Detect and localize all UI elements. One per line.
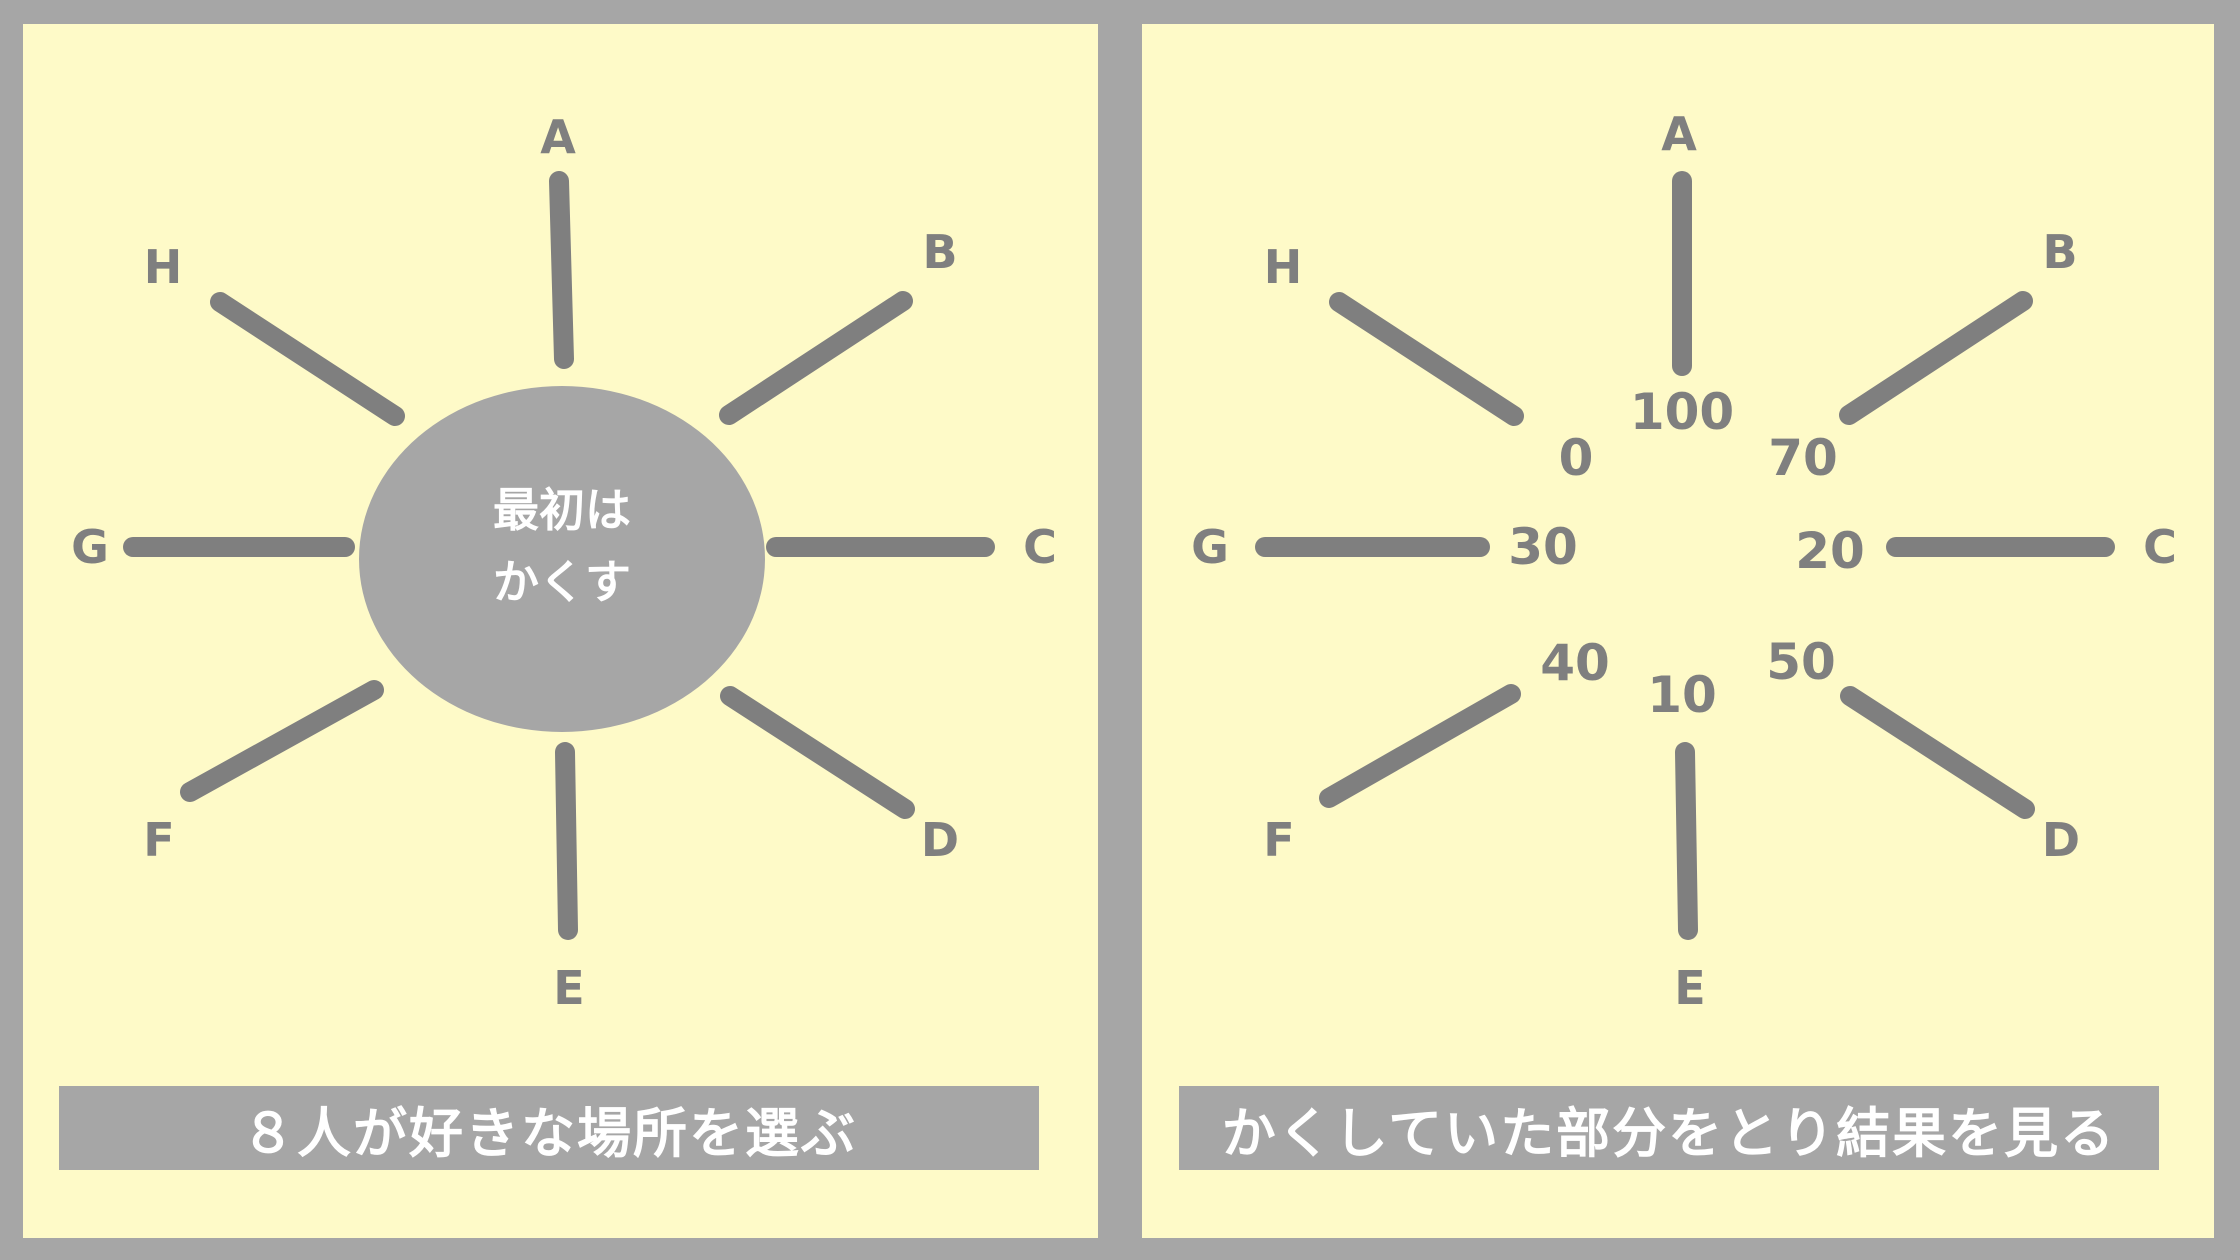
value-f: 40 <box>1540 634 1610 692</box>
spoke-e <box>555 742 578 940</box>
label-a: A <box>540 110 576 164</box>
right-spokes <box>1255 171 2115 940</box>
label-c: C <box>2143 520 2177 574</box>
left-caption: ８人が好きな場所を選ぶ <box>59 1086 1039 1170</box>
spoke-f <box>180 680 384 802</box>
left-spokes <box>123 171 995 940</box>
hub-text-line1: 最初は <box>493 483 631 537</box>
value-h: 0 <box>1559 429 1594 487</box>
value-b: 70 <box>1768 429 1838 487</box>
right-caption: かくしていた部分をとり結果を見る <box>1179 1086 2159 1170</box>
spoke-e <box>1675 742 1698 940</box>
label-g: G <box>1191 520 1229 574</box>
label-e: E <box>553 961 584 1015</box>
label-h: H <box>1264 240 1303 294</box>
spoke-b <box>1839 291 2033 425</box>
spoke-b <box>719 291 913 425</box>
label-f: F <box>1263 813 1294 867</box>
label-c: C <box>1023 520 1057 574</box>
value-d: 50 <box>1766 633 1836 691</box>
hub-text-line2: かくす <box>493 555 631 609</box>
spoke-f <box>1319 684 1521 808</box>
label-f: F <box>143 813 174 867</box>
value-c: 20 <box>1795 522 1865 580</box>
label-b: B <box>2042 225 2077 279</box>
spoke-h <box>1329 292 1524 426</box>
value-e: 10 <box>1647 666 1717 724</box>
label-h: H <box>144 240 183 294</box>
label-d: D <box>921 813 959 867</box>
hidden-center-ellipse <box>359 386 765 732</box>
label-d: D <box>2042 813 2080 867</box>
value-g: 30 <box>1508 518 1578 576</box>
spoke-d <box>1840 686 2035 819</box>
label-a: A <box>1661 107 1697 161</box>
spoke-a <box>549 171 574 369</box>
value-a: 100 <box>1630 383 1734 441</box>
label-b: B <box>922 225 957 279</box>
label-g: G <box>71 520 109 574</box>
spoke-d <box>720 686 915 819</box>
label-e: E <box>1674 961 1705 1015</box>
spoke-h <box>210 292 405 426</box>
